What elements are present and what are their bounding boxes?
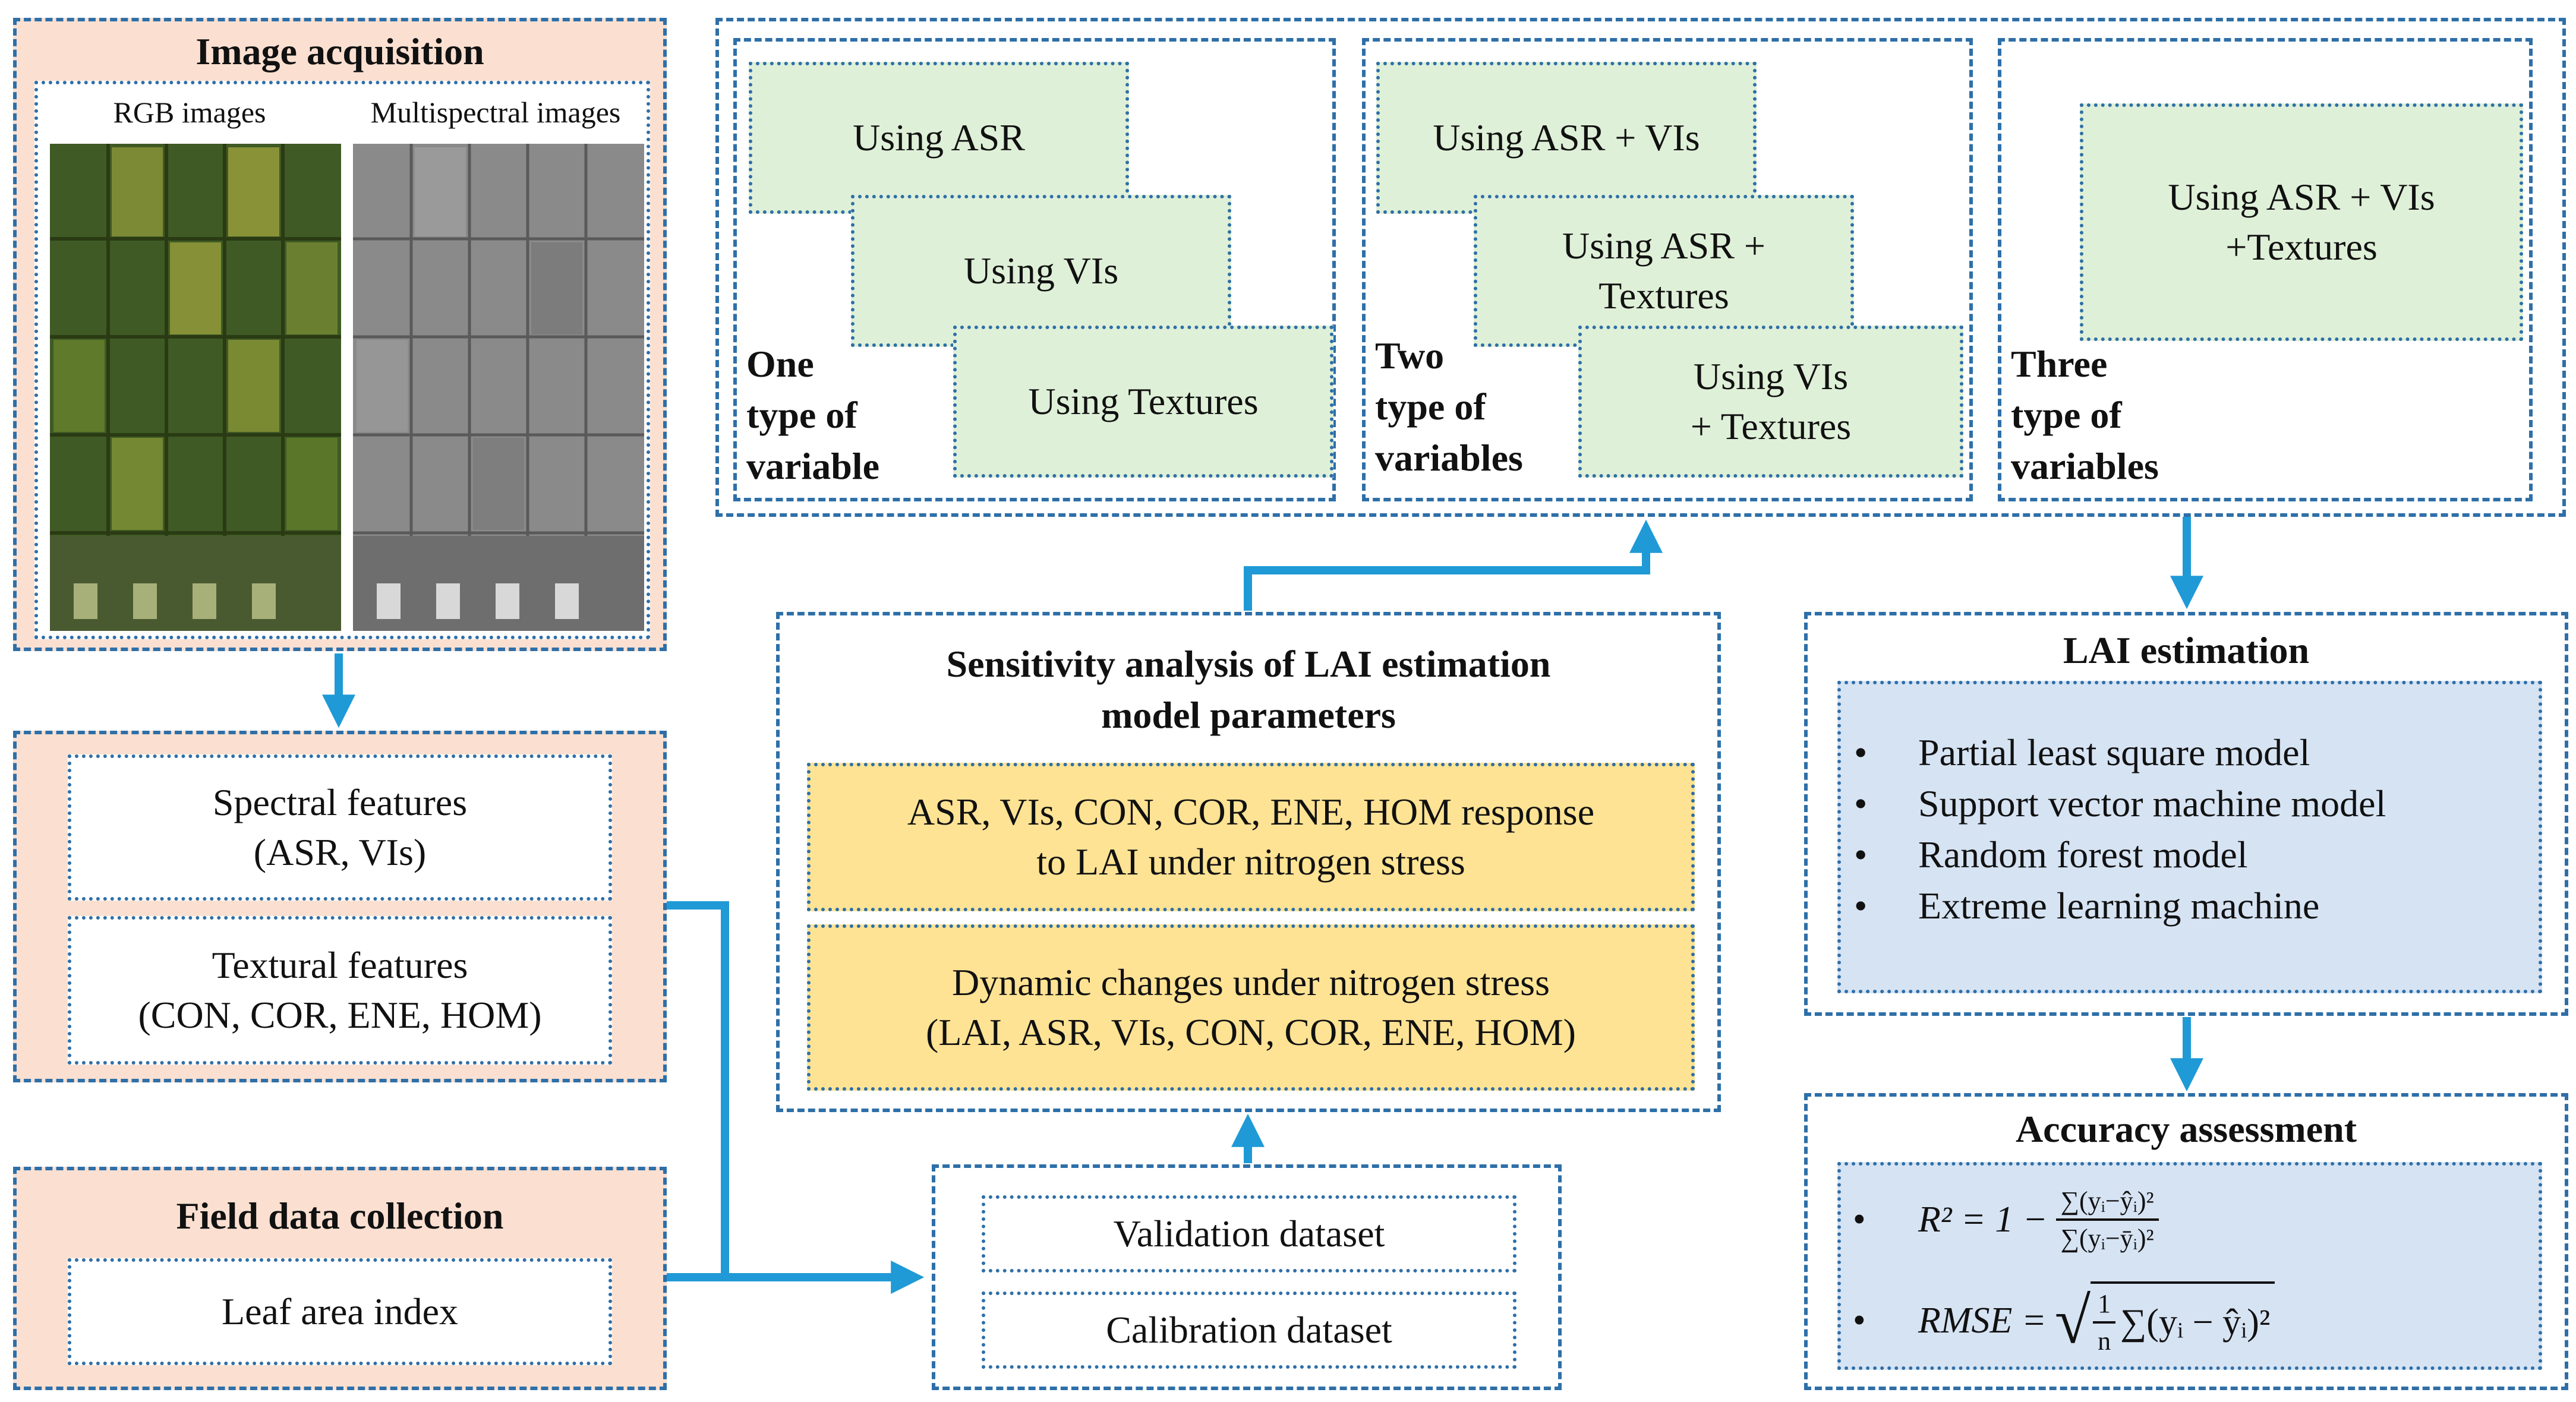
rgb-images-label: RGB images (113, 96, 266, 129)
dynamic-changes-line1: Dynamic changes under nitrogen stress (952, 961, 1550, 1003)
lai-estimation-panel: LAI estimation Partial least square mode… (1804, 612, 2568, 1016)
model-item-pls: Partial least square model (1841, 727, 2539, 778)
lai-models-box: Partial least square model Support vecto… (1837, 681, 2542, 993)
rgb-field-image (50, 144, 341, 631)
r2-formula: • R² = 1 − ∑(yᵢ−ŷᵢ)² ∑(yᵢ−ȳᵢ)² (1853, 1175, 2159, 1264)
one-type-label-line1: One (746, 343, 814, 385)
image-panels-frame: RGB images Multispectral images (34, 81, 650, 639)
multispectral-field-image (353, 144, 644, 631)
model-item-svm: Support vector machine model (1841, 778, 2539, 829)
accuracy-formulas-box: • R² = 1 − ∑(yᵢ−ŷᵢ)² ∑(yᵢ−ȳᵢ)² • RMSE = … (1837, 1162, 2542, 1370)
response-box: ASR, VIs, CON, COR, ENE, HOM response to… (807, 763, 1695, 911)
dynamic-changes-line2: (LAI, ASR, VIs, CON, COR, ENE, HOM) (926, 1011, 1576, 1053)
using-vis-textures-line2: + Textures (1690, 405, 1852, 447)
r2-fraction: ∑(yᵢ−ŷᵢ)² ∑(yᵢ−ȳᵢ)² (2055, 1186, 2159, 1253)
textural-features-line1: Textural features (212, 944, 468, 986)
rmse-numerator: 1 (2093, 1289, 2116, 1324)
field-data-title: Field data collection (176, 1195, 504, 1237)
sensitivity-title-line1: Sensitivity analysis of LAI estimation (946, 643, 1551, 685)
leaf-area-index-label: Leaf area index (222, 1290, 458, 1332)
sensitivity-title-line2: model parameters (1101, 694, 1396, 736)
two-type-label-line2: type of (1375, 386, 1486, 428)
one-variable-panel: Using ASR Using VIs Using Textures One t… (733, 38, 1336, 501)
one-type-label-line3: variable (746, 445, 879, 487)
field-data-panel: Field data collection Leaf area index (13, 1167, 667, 1390)
rmse-formula: • RMSE = √ 1 n ∑(yᵢ − ŷᵢ)² (1853, 1276, 2275, 1365)
textural-features-line2: (CON, COR, ENE, HOM) (138, 994, 542, 1036)
three-variables-panel: Using ASR + VIs +Textures Three type of … (1998, 38, 2533, 501)
two-type-label-line3: variables (1375, 437, 1523, 479)
three-type-label: Three type of variables (2011, 339, 2159, 492)
two-variables-panel: Using ASR + VIs Using ASR + Textures Usi… (1362, 38, 1973, 501)
using-asr-vis-label: Using ASR + VIs (1433, 116, 1700, 159)
two-type-label: Two type of variables (1375, 330, 1523, 484)
three-type-label-line3: variables (2011, 445, 2159, 487)
spectral-features-box: Spectral features (ASR, VIs) (68, 754, 612, 901)
r2-lhs: R² = 1 − (1918, 1199, 2048, 1240)
using-asr-vis-box: Using ASR + VIs (1376, 62, 1757, 214)
rmse-denominator: n (2098, 1327, 2111, 1356)
image-acquisition-panel: Image acquisition RGB images Multispectr… (13, 18, 667, 651)
one-type-label: One type of variable (746, 339, 879, 492)
lai-estimation-title: LAI estimation (2063, 629, 2310, 671)
textural-features-box: Textural features (CON, COR, ENE, HOM) (68, 916, 612, 1065)
dataset-panel: Validation dataset Calibration dataset (932, 1164, 1562, 1390)
validation-dataset-box: Validation dataset (982, 1195, 1516, 1272)
calibration-dataset-label: Calibration dataset (1106, 1309, 1392, 1351)
using-asr-vis-textures-line1: Using ASR + VIs (2168, 176, 2435, 218)
using-textures-label: Using Textures (1028, 380, 1259, 422)
using-asr-vis-textures-line2: +Textures (2225, 226, 2378, 268)
two-type-label-line1: Two (1375, 334, 1445, 377)
three-type-label-line2: type of (2011, 394, 2122, 436)
using-asr-label: Using ASR (853, 116, 1025, 159)
rmse-fraction: 1 n (2093, 1289, 2116, 1356)
dynamic-changes-box: Dynamic changes under nitrogen stress (L… (807, 924, 1695, 1091)
using-asr-vis-textures-box: Using ASR + VIs +Textures (2080, 103, 2523, 341)
sqrt-sign-icon: √ (2054, 1284, 2091, 1357)
using-textures-box: Using Textures (953, 326, 1333, 478)
using-asr-box: Using ASR (749, 62, 1129, 214)
sqrt-body: 1 n ∑(yᵢ − ŷᵢ)² (2091, 1281, 2275, 1356)
one-type-label-line2: type of (746, 394, 857, 436)
accuracy-panel: Accuracy assessment • R² = 1 − ∑(yᵢ−ŷᵢ)²… (1804, 1093, 2568, 1390)
accuracy-title: Accuracy assessment (2015, 1108, 2357, 1150)
using-vis-box: Using VIs (851, 195, 1231, 347)
three-type-label-line1: Three (2011, 343, 2108, 385)
spectral-features-line1: Spectral features (212, 781, 468, 823)
using-vis-label: Using VIs (963, 250, 1119, 292)
lai-models-list: Partial least square model Support vecto… (1841, 727, 2539, 931)
rmse-lhs: RMSE = (1918, 1300, 2047, 1341)
model-item-elm: Extreme learning machine (1841, 880, 2539, 931)
response-line2: to LAI under nitrogen stress (1036, 841, 1465, 883)
using-vis-textures-box: Using VIs + Textures (1578, 326, 1963, 478)
leaf-area-index-box: Leaf area index (68, 1258, 612, 1365)
rmse-rhs: ∑(yᵢ − ŷᵢ)² (2120, 1302, 2271, 1343)
sensitivity-panel: Sensitivity analysis of LAI estimation m… (776, 612, 1721, 1112)
spectral-features-line2: (ASR, VIs) (253, 831, 427, 873)
using-asr-textures-line2: Textures (1598, 274, 1729, 317)
arrow-features-to-datasets (667, 901, 925, 1294)
r2-numerator: ∑(yᵢ−ŷᵢ)² (2055, 1186, 2159, 1221)
features-panel: Spectral features (ASR, VIs) Textural fe… (13, 731, 667, 1082)
multispectral-images-label: Multispectral images (370, 96, 621, 129)
image-acquisition-title: Image acquisition (196, 30, 484, 72)
using-asr-textures-line1: Using ASR + (1562, 225, 1765, 267)
using-asr-textures-box: Using ASR + Textures (1474, 195, 1854, 347)
model-item-rf: Random forest model (1841, 829, 2539, 880)
validation-dataset-label: Validation dataset (1113, 1212, 1385, 1255)
arrow-sensitivity-to-variables (1244, 519, 1663, 611)
calibration-dataset-box: Calibration dataset (982, 1292, 1516, 1369)
response-line1: ASR, VIs, CON, COR, ENE, HOM response (907, 791, 1595, 833)
using-vis-textures-line1: Using VIs (1693, 355, 1849, 397)
r2-denominator: ∑(yᵢ−ȳᵢ)² (2060, 1224, 2154, 1253)
